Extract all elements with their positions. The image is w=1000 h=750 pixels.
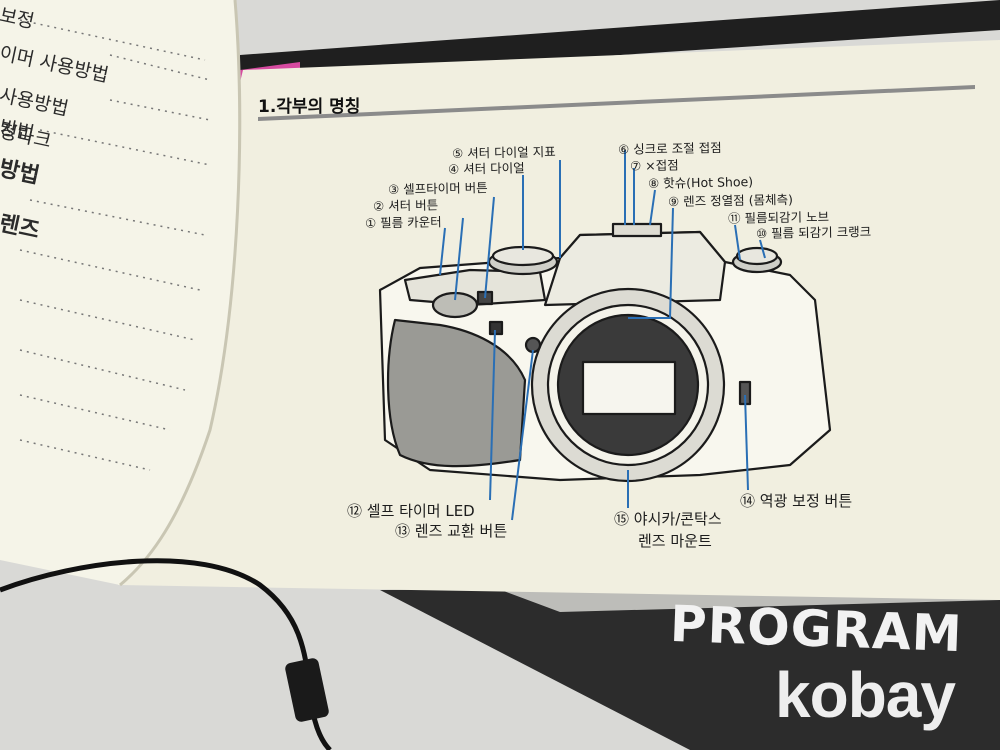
prism-housing [543,230,727,307]
hot-shoe [611,222,663,238]
mirror [581,360,677,416]
label-x-contact: ⑦ ×접점 [630,155,679,175]
rewind-crank [735,246,779,266]
page-title: 1.각부의 명칭 [258,97,361,117]
label-lens-mount: ⑮ 야시카/콘탁스 [614,508,722,529]
lens-release-button [524,336,542,354]
background-book-title: PROGRAM [669,594,964,664]
title-underline [258,85,975,121]
label-text: 렌즈 교환 버튼 [414,522,508,540]
watermark-logo: kobay [775,659,956,731]
label-number: ① [364,215,377,231]
label-text: 셔터 다이얼 [463,160,525,177]
label-number: ⑭ [740,492,756,510]
label-number: ⑬ [395,522,411,540]
label-text: 필름 카운터 [380,214,442,231]
label-text: 필름 되감기 크랭크 [771,223,872,241]
label-text: 셀프 타이머 LED [366,502,475,520]
self-timer-led [488,320,504,336]
label-number: ⑮ [614,510,630,528]
label-number: ⑫ [347,502,363,520]
label-text: 핫슈(Hot Shoe) [663,174,754,191]
label-text: 야시카/콘탁스 [633,510,722,528]
dark-book-cover [380,585,1000,750]
label-number: ⑧ [647,175,660,191]
label-backlight: ⑭ 역광 보정 버튼 [740,490,852,511]
label-hot-shoe: ⑧ 핫슈(Hot Shoe) [648,171,753,192]
label-text: 역광 보정 버튼 [759,492,853,510]
dark-book-top [240,0,1000,80]
hand-grip [386,318,527,468]
label-number: ⑥ [617,141,630,157]
cable-connector [285,658,329,722]
toc-dot-leaders [19,19,211,471]
label-lens-release: ⑬ 렌즈 교환 버튼 [395,520,507,541]
label-text: ×접점 [645,157,679,174]
toc-page [0,0,240,585]
label-number: ④ [447,161,460,177]
label-shutter-dial: ④ 셔터 다이얼 [448,157,525,177]
label-self-timer-led: ⑫ 셀프 타이머 LED [347,500,475,521]
label-number: ⑪ [727,210,741,226]
label-lens-mount-line2: 렌즈 마운트 [638,532,712,550]
label-film-counter: ① 필름 카운터 [365,211,442,231]
label-number: ⑦ [629,158,642,174]
toc-page-edge [119,0,242,587]
label-number: ② [372,198,385,214]
label-number: ⑩ [755,225,768,242]
label-number: ⑨ [667,193,680,210]
label-rewind-crank: ⑩ 필름 되감기 크랭크 [756,221,871,242]
leader-lines [439,150,766,521]
